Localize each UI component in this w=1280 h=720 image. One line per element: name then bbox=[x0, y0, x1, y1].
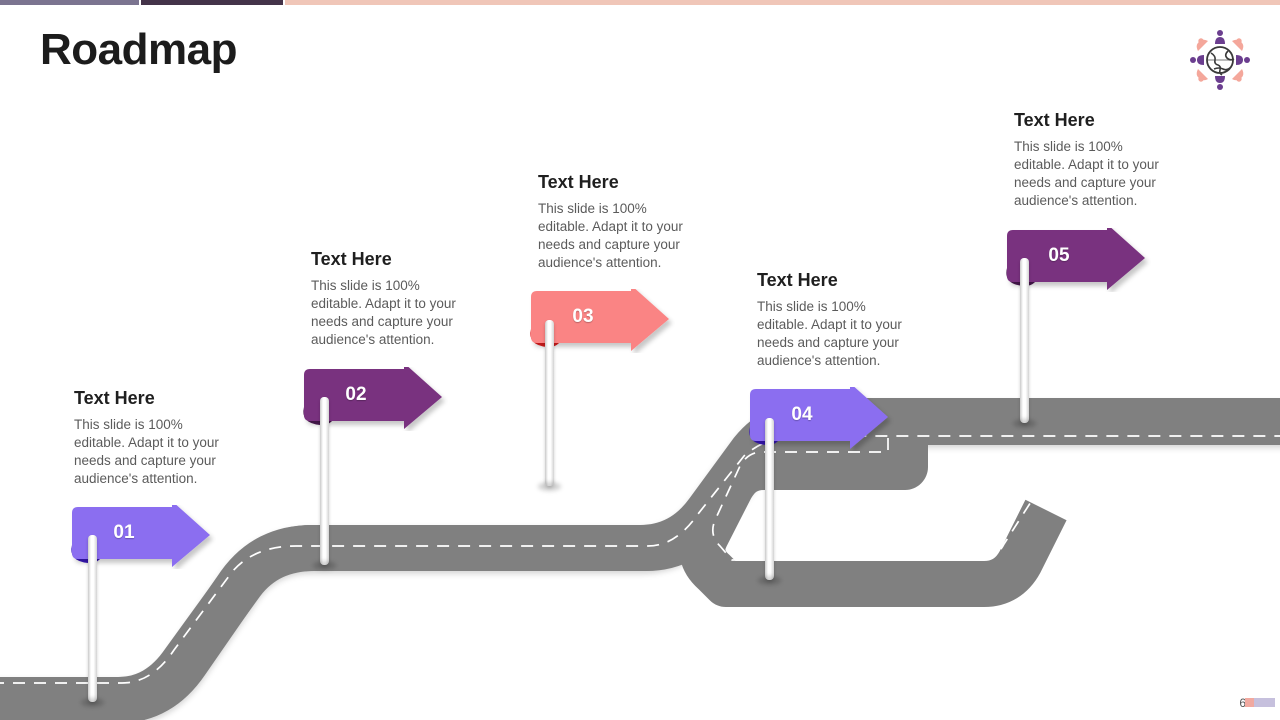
milestone-04-description: This slide is 100% editable. Adapt it to… bbox=[757, 298, 902, 368]
milestone-01-description: This slide is 100% editable. Adapt it to… bbox=[74, 416, 219, 486]
global-people-logo-icon bbox=[1184, 24, 1256, 96]
milestone-03-description: This slide is 100% editable. Adapt it to… bbox=[538, 200, 683, 270]
milestone-03-title: Text Here bbox=[538, 172, 619, 192]
accent-segment-3 bbox=[285, 0, 1280, 5]
milestone-04-pole bbox=[765, 418, 774, 580]
top-accent-bar bbox=[0, 0, 1280, 5]
milestone-01-title: Text Here bbox=[74, 388, 155, 408]
milestone-02-description: This slide is 100% editable. Adapt it to… bbox=[311, 277, 456, 347]
footer-chip-lavender bbox=[1254, 698, 1275, 707]
accent-segment-2 bbox=[141, 0, 283, 5]
milestone-01[interactable]: Text Here This slide is 100% editable. A… bbox=[74, 388, 234, 488]
milestone-02-title: Text Here bbox=[311, 249, 392, 269]
page-number: 6 bbox=[1239, 696, 1246, 710]
milestone-04-title: Text Here bbox=[757, 270, 838, 290]
footer-color-chip bbox=[1245, 698, 1275, 707]
accent-segment-1 bbox=[0, 0, 139, 5]
page-title: Roadmap bbox=[40, 25, 237, 74]
milestone-02[interactable]: Text Here This slide is 100% editable. A… bbox=[311, 249, 471, 349]
milestone-05-description: This slide is 100% editable. Adapt it to… bbox=[1014, 138, 1159, 208]
milestone-03-pole bbox=[545, 320, 554, 486]
milestone-05-pole bbox=[1020, 258, 1029, 423]
milestone-05[interactable]: Text Here This slide is 100% editable. A… bbox=[1014, 110, 1174, 210]
milestone-01-pole bbox=[88, 535, 97, 702]
milestone-04[interactable]: Text Here This slide is 100% editable. A… bbox=[757, 270, 917, 370]
milestone-03[interactable]: Text Here This slide is 100% editable. A… bbox=[538, 172, 698, 272]
footer-chip-salmon bbox=[1245, 698, 1254, 707]
milestone-02-pole bbox=[320, 397, 329, 565]
milestone-05-title: Text Here bbox=[1014, 110, 1095, 130]
